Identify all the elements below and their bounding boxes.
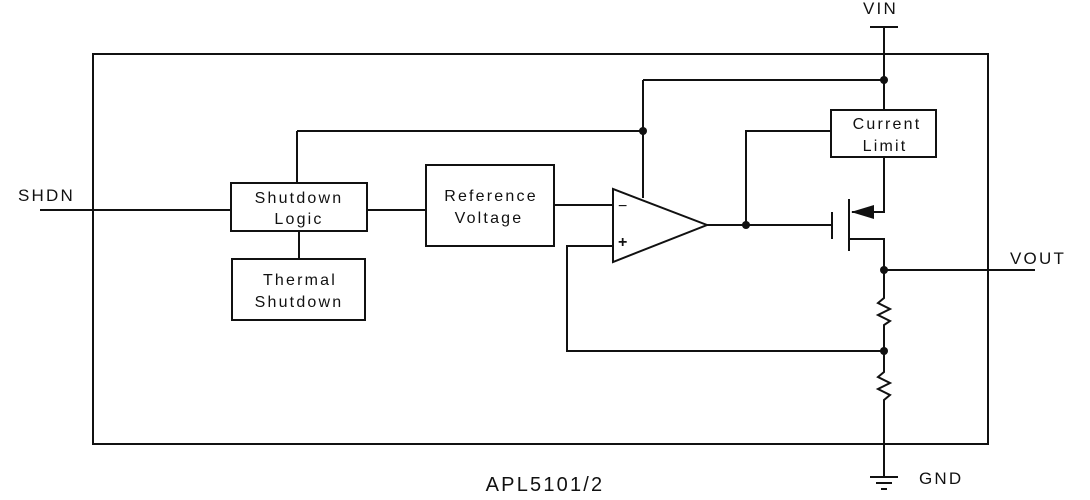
gnd-pin-label: GND <box>919 469 963 488</box>
thermal-shutdown-block <box>231 258 366 321</box>
reference-voltage-label-line1: Reference <box>444 188 538 205</box>
reference-voltage-label-line2: Voltage <box>455 210 524 227</box>
current-limit-label-line2: Limit <box>863 138 908 155</box>
ground-icon <box>870 465 898 490</box>
vin-pin-label: VIN <box>863 0 898 18</box>
opamp-noninverting-symbol: + <box>618 234 630 251</box>
shutdown-logic-label-line2: Logic <box>274 211 323 228</box>
reference-voltage-block <box>425 164 555 247</box>
vout-pin-label: VOUT <box>1010 249 1066 268</box>
thermal-shutdown-label-line1: Thermal <box>263 272 337 289</box>
error-amplifier <box>612 187 710 264</box>
vin-junction <box>880 76 888 84</box>
pmos-pass-transistor <box>831 157 885 270</box>
thermal-shutdown-label-line2: Shutdown <box>255 294 344 311</box>
resistor-r1 <box>875 270 893 351</box>
chip-part-label: APL5101/2 <box>486 474 605 496</box>
chip-outline <box>92 53 989 445</box>
shutdown-logic-label-line1: Shutdown <box>255 190 344 207</box>
opamp-inverting-symbol: − <box>618 198 630 215</box>
shutdown-junction <box>639 127 647 135</box>
current-limit-sense-wire <box>745 130 831 225</box>
current-limit-block <box>830 109 937 158</box>
shdn-pin-label: SHDN <box>18 186 75 205</box>
resistor-r2 <box>875 351 893 465</box>
feedback-wire <box>566 245 884 352</box>
current-limit-label-line1: Current <box>853 116 922 133</box>
